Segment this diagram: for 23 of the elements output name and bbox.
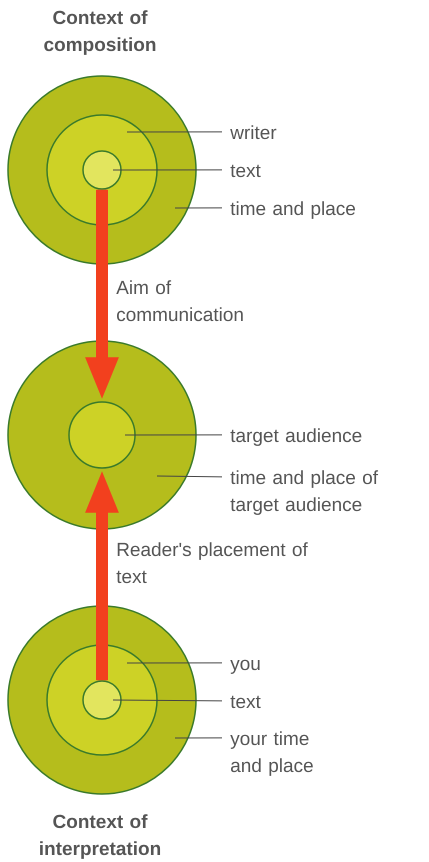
circle [82,150,122,190]
leader-line [174,207,222,208]
leader-line [174,737,222,738]
heading: Context of interpretation [40,814,160,859]
heading: Context of composition [44,10,156,55]
circle [68,401,136,469]
leader-label: your time and place [230,731,313,776]
leader-line [112,169,222,170]
leader-line [126,131,222,132]
circle [82,680,122,720]
leader-label: time and place [230,201,355,219]
leader-label: time and place of target audience [230,470,378,515]
leader-line [124,434,222,436]
leader-label: writer [230,125,276,140]
edge-label: Reader's placement of text [116,542,308,584]
leader-label: text [230,164,261,178]
leader-line [112,700,222,702]
leader-line [156,476,222,478]
leader-label: text [230,696,261,708]
edge-label: Aim of communication [116,280,243,322]
leader-label: you [230,660,260,674]
leader-label: target audience [230,428,362,446]
leader-line [126,662,222,664]
